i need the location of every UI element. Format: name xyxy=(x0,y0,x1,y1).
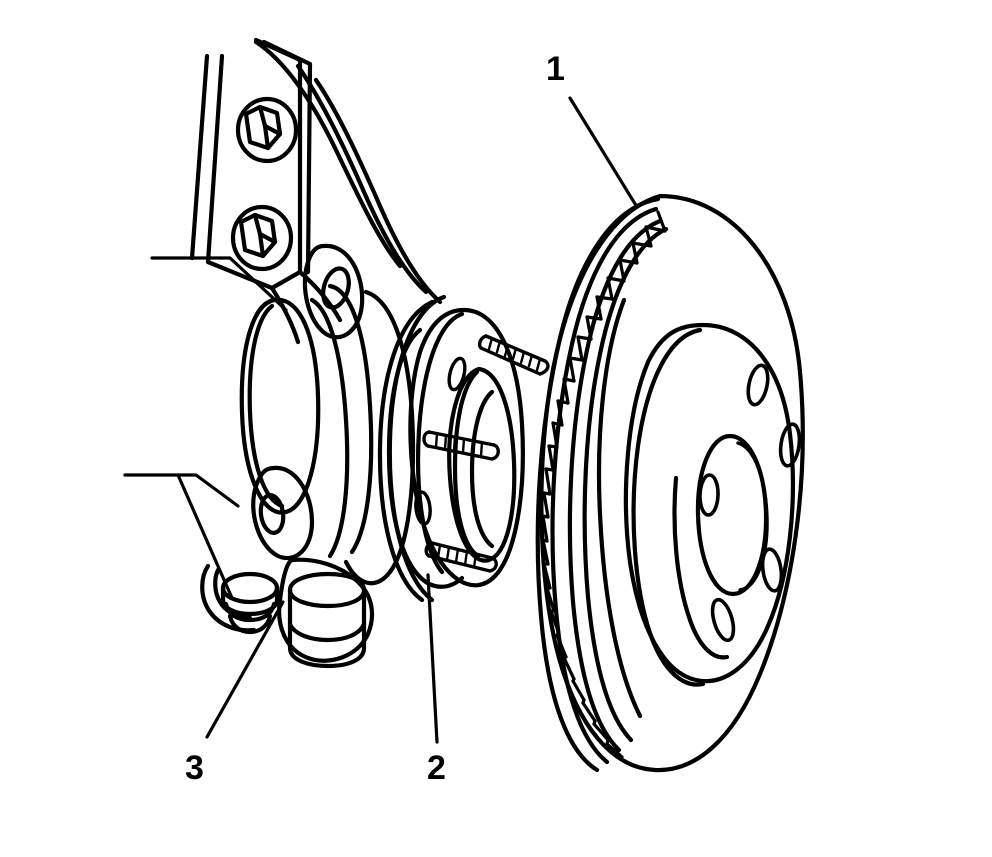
rotor-hat-front-face xyxy=(631,327,706,687)
rotor-lug-hole-4 xyxy=(710,597,736,643)
strut-tube-outline-2 xyxy=(295,63,429,295)
hub-barrel-outline xyxy=(447,366,517,563)
wheel-stud-upper xyxy=(477,334,550,376)
rotor-lug-hole-2 xyxy=(778,422,802,468)
wheel-hub-group xyxy=(377,294,550,603)
knuckle-right-body xyxy=(343,289,416,586)
strut-tube-outline xyxy=(253,39,403,269)
leader-line-3 xyxy=(205,600,285,739)
bracket-bolt-upper-washer xyxy=(235,96,299,164)
knuckle-lower-ear xyxy=(251,465,315,561)
leader-line-lower-left-top xyxy=(123,473,240,508)
leader-line-upper-left xyxy=(150,256,288,312)
leader-line-lower-left-bottom xyxy=(176,473,234,600)
callout-label-1: 1 xyxy=(546,50,565,88)
rotor-lug-hole-5 xyxy=(698,473,720,517)
rotor-rim-outer-edge xyxy=(535,196,661,773)
rotor-rim-inner-line-2 xyxy=(567,218,663,753)
bracket-bolt-upper xyxy=(235,96,299,164)
rotor-center-bore-inner xyxy=(736,441,769,592)
hub-flange-outline xyxy=(408,307,525,588)
rotor-hat-outline xyxy=(623,322,795,684)
wheel-stud-middle xyxy=(422,430,500,461)
bracket-plate-left-edge-2 xyxy=(205,53,225,265)
hub-barrel-step xyxy=(469,389,495,549)
knuckle-lower-ear-hole xyxy=(258,493,286,535)
knuckle-left-lobe xyxy=(239,297,321,515)
wheel-stud-lower xyxy=(424,541,498,573)
knuckle-lower-bracket-2 xyxy=(200,563,257,633)
bracket-bolt-lower xyxy=(230,204,294,272)
bracket-bolt-lower-washer xyxy=(230,204,294,272)
bearing-outer-race xyxy=(377,299,435,603)
bracket-to-knuckle-link-2 xyxy=(269,285,301,345)
knuckle-cylinder-stub-top xyxy=(287,587,367,609)
leader-line-2 xyxy=(426,573,439,744)
callout-label-3: 3 xyxy=(185,749,204,787)
rotor-lug-hole-3 xyxy=(760,547,784,593)
hub-barrel-inner-line xyxy=(452,369,481,559)
bracket-bolt-upper-face2 xyxy=(262,123,283,137)
strut-bracket-group xyxy=(189,37,443,345)
knuckle-center-column xyxy=(327,283,374,555)
rotor-cooling-vanes xyxy=(541,210,667,759)
bracket-plate-right-edge-2 xyxy=(261,39,313,275)
knuckle-center-column-2 xyxy=(309,297,350,559)
steering-knuckle-group xyxy=(200,243,416,669)
knuckle-upper-ear xyxy=(302,243,365,340)
bearing-outer-race-2 xyxy=(387,294,447,603)
callout-label-2: 2 xyxy=(427,749,446,787)
rotor-rim-inner-line-1 xyxy=(550,206,659,765)
hub-bolt-holes xyxy=(414,356,467,526)
knuckle-left-lobe-inner xyxy=(247,303,285,509)
leader-lines xyxy=(123,96,639,744)
knuckle-lower-bracket xyxy=(213,567,253,621)
strut-tube-outline-3 xyxy=(313,77,443,305)
brake-rotor-group xyxy=(535,193,805,773)
rotor-hat-step-line xyxy=(672,475,730,660)
bracket-to-knuckle-link xyxy=(297,269,343,323)
hub-bolt-hole-upper xyxy=(447,356,467,392)
hub-bolt-hole-lower xyxy=(414,490,432,526)
knuckle-cylinder-stub xyxy=(287,571,367,669)
knuckle-cylinder-stub-mid xyxy=(287,621,367,643)
rotor-lug-hole-1 xyxy=(746,363,770,407)
rotor-inboard-face-arc xyxy=(596,297,643,719)
rotor-lug-holes xyxy=(698,363,802,643)
leader-line-1 xyxy=(568,96,639,209)
bracket-bolt-lower-face2 xyxy=(257,231,278,245)
bracket-plate-left-edge xyxy=(189,53,210,261)
